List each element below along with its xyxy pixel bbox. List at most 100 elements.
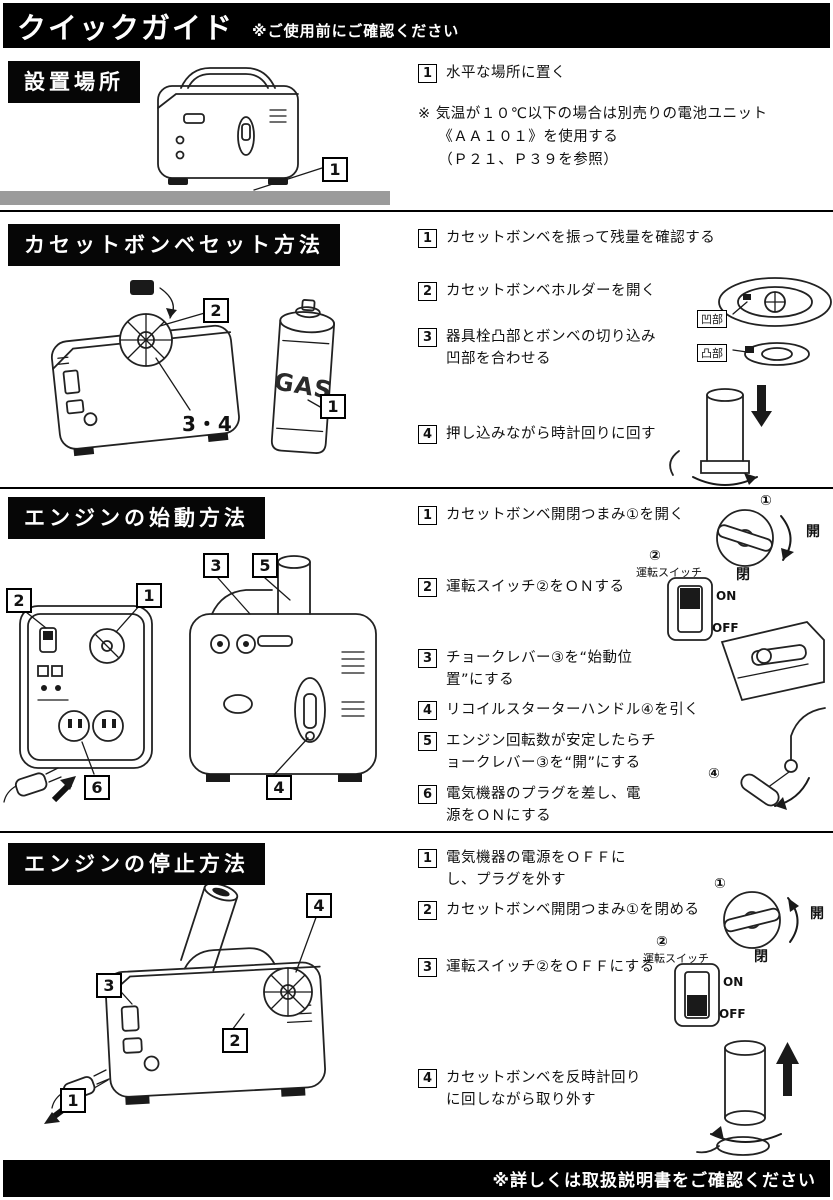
callout-1-location: 1: [322, 157, 348, 182]
knob-number-annotation: ①: [760, 493, 772, 509]
callout-3-4-cassette: 3・4: [182, 412, 233, 436]
callout-leader-line: [264, 577, 291, 601]
footer-bar: ※詳しくは取扱説明書をご確認ください: [3, 1160, 830, 1197]
step-number: 2: [418, 578, 437, 597]
callout-1-stop: 1: [60, 1088, 86, 1113]
step-start-1: 1 カセットボンベ開閉つまみ①を開く: [418, 505, 748, 527]
location-note: ※ 気温が１０℃以下の場合は別売りの電池ユニット 《ＡＡ１０１》を使用する （Ｐ…: [418, 106, 768, 169]
outlet-drawing: [58, 710, 90, 742]
callout-2-start: 2: [6, 588, 32, 613]
callout-leader-line: [155, 357, 191, 411]
close-label: 閉: [754, 949, 768, 965]
section-divider: [0, 210, 833, 212]
step-stop-2: 2 カセットボンベ開閉つまみ①を閉める: [418, 900, 748, 922]
label-concave: 凹部: [697, 310, 727, 328]
choke-lever-illustration: [720, 621, 825, 702]
label-convex: 凸部: [697, 344, 727, 362]
step-text: リコイルスターターハンドル④を引く: [446, 702, 700, 718]
pull-up-arrow: [776, 1042, 799, 1096]
step-start-5: 5 エンジン回転数が安定したらチョークレバー③を“開”にする: [418, 731, 658, 775]
section-divider: [0, 487, 833, 489]
generator-drawing: [104, 947, 326, 1105]
callout-leader-line: [732, 301, 748, 315]
off-label: OFF: [719, 1007, 746, 1021]
generator-rear-illustration: [189, 555, 377, 782]
callout-leader-line: [253, 167, 323, 191]
knob-number-annotation: ①: [714, 876, 726, 892]
step-cassette-1: 1 カセットボンベを振って残量を確認する: [418, 228, 748, 250]
open-label: 開: [806, 524, 820, 540]
step-number: 1: [418, 849, 437, 868]
callout-1-cassette: 1: [320, 394, 346, 419]
step-text: 水平な場所に置く: [446, 65, 566, 81]
cassette-removal-illustration: [696, 1040, 799, 1156]
step-number: 3: [418, 649, 437, 668]
callout-leader-line: [25, 611, 47, 629]
recoil-rope: [766, 771, 790, 789]
callout-2-cassette: 2: [203, 298, 229, 323]
callout-leader-line: [295, 911, 319, 973]
step-number: 2: [418, 282, 437, 301]
cap-drawing: [130, 280, 154, 295]
step-number: 4: [418, 701, 437, 720]
recoil-grip: [740, 773, 780, 807]
on-label: ON: [716, 589, 737, 603]
step-text: 押し込みながら時計回りに回す: [446, 426, 656, 442]
run-switch-drawing: [39, 627, 57, 653]
run-switch-on-illustration: [667, 577, 713, 641]
run-switch-off-illustration: [674, 963, 720, 1027]
step-number: 4: [418, 1069, 437, 1088]
callout-leader-line: [732, 349, 748, 353]
callout-6-start: 6: [84, 775, 110, 800]
recoil-handle-drawing: [303, 693, 317, 729]
callout-2-stop: 2: [222, 1028, 248, 1053]
gas-knob-drawing: [89, 628, 125, 664]
step-number: 1: [418, 506, 437, 525]
ground-shading: [0, 191, 390, 205]
open-label: 開: [810, 906, 824, 922]
step-cassette-3: 3 器具栓凸部とボンベの切り込み凹部を合わせる: [418, 327, 670, 371]
recoil-starter-illustration: [740, 707, 826, 810]
step-stop-4: 4 カセットボンベを反時計回りに回しながら取り外す: [418, 1068, 644, 1112]
step-number: 6: [418, 785, 437, 804]
callout-leader-line: [81, 741, 95, 775]
step-number: 4: [418, 425, 437, 444]
step-number: 5: [418, 732, 437, 751]
gas-canister-drawing: GAS: [270, 299, 336, 454]
section-divider: [0, 831, 833, 833]
gas-knob-open-illustration: [716, 509, 794, 567]
recoil-number-annotation: ④: [708, 766, 720, 782]
step-start-6: 6 電気機器のプラグを差し、電源をＯＮにする: [418, 784, 646, 828]
section-title-location: 設置場所: [8, 61, 140, 103]
step-number: 3: [418, 958, 437, 977]
footer-note: ※詳しくは取扱説明書をご確認ください: [492, 1171, 816, 1191]
holder-notch-detail-illustration: [718, 277, 832, 366]
off-label: OFF: [712, 621, 739, 635]
holder-knob-drawing: [263, 967, 313, 1017]
step-location-1: 1 水平な場所に置く: [418, 63, 748, 85]
cassette-install-illustration: GAS: [50, 280, 336, 457]
switch-number-annotation: ②: [649, 548, 661, 564]
header-bar: クイックガイド ※ご使用前にご確認ください: [3, 3, 830, 48]
callout-1-start: 1: [136, 583, 162, 608]
plug-drawing: [3, 767, 62, 803]
step-text: カセットボンベ開閉つまみ①を開く: [446, 507, 685, 523]
cassette-turn-detail-illustration: [669, 385, 772, 486]
step-start-4: 4 リコイルスターターハンドル④を引く: [418, 700, 748, 722]
section-title-start: エンジンの始動方法: [8, 497, 265, 539]
step-start-2: 2 運転スイッチ②をＯＮする: [418, 577, 748, 599]
holder-knob-drawing: [119, 313, 173, 367]
muffler-pipe-drawing: [180, 882, 239, 972]
generator-placement-illustration: [157, 67, 323, 191]
gas-knob-close-illustration: [723, 891, 799, 949]
callout-5-start: 5: [252, 553, 278, 578]
step-cassette-4: 4 押し込みながら時計回りに回す: [418, 424, 748, 446]
step-text: 運転スイッチ②をＯＦＦにする: [446, 959, 655, 975]
callout-leader-line: [307, 399, 323, 409]
close-label: 閉: [736, 567, 750, 583]
callout-3-stop: 3: [96, 973, 122, 998]
step-text: 電気機器の電源をＯＦＦにし、プラグを外す: [446, 850, 626, 888]
callout-4-stop: 4: [306, 893, 332, 918]
callout-leader-line: [217, 577, 251, 615]
